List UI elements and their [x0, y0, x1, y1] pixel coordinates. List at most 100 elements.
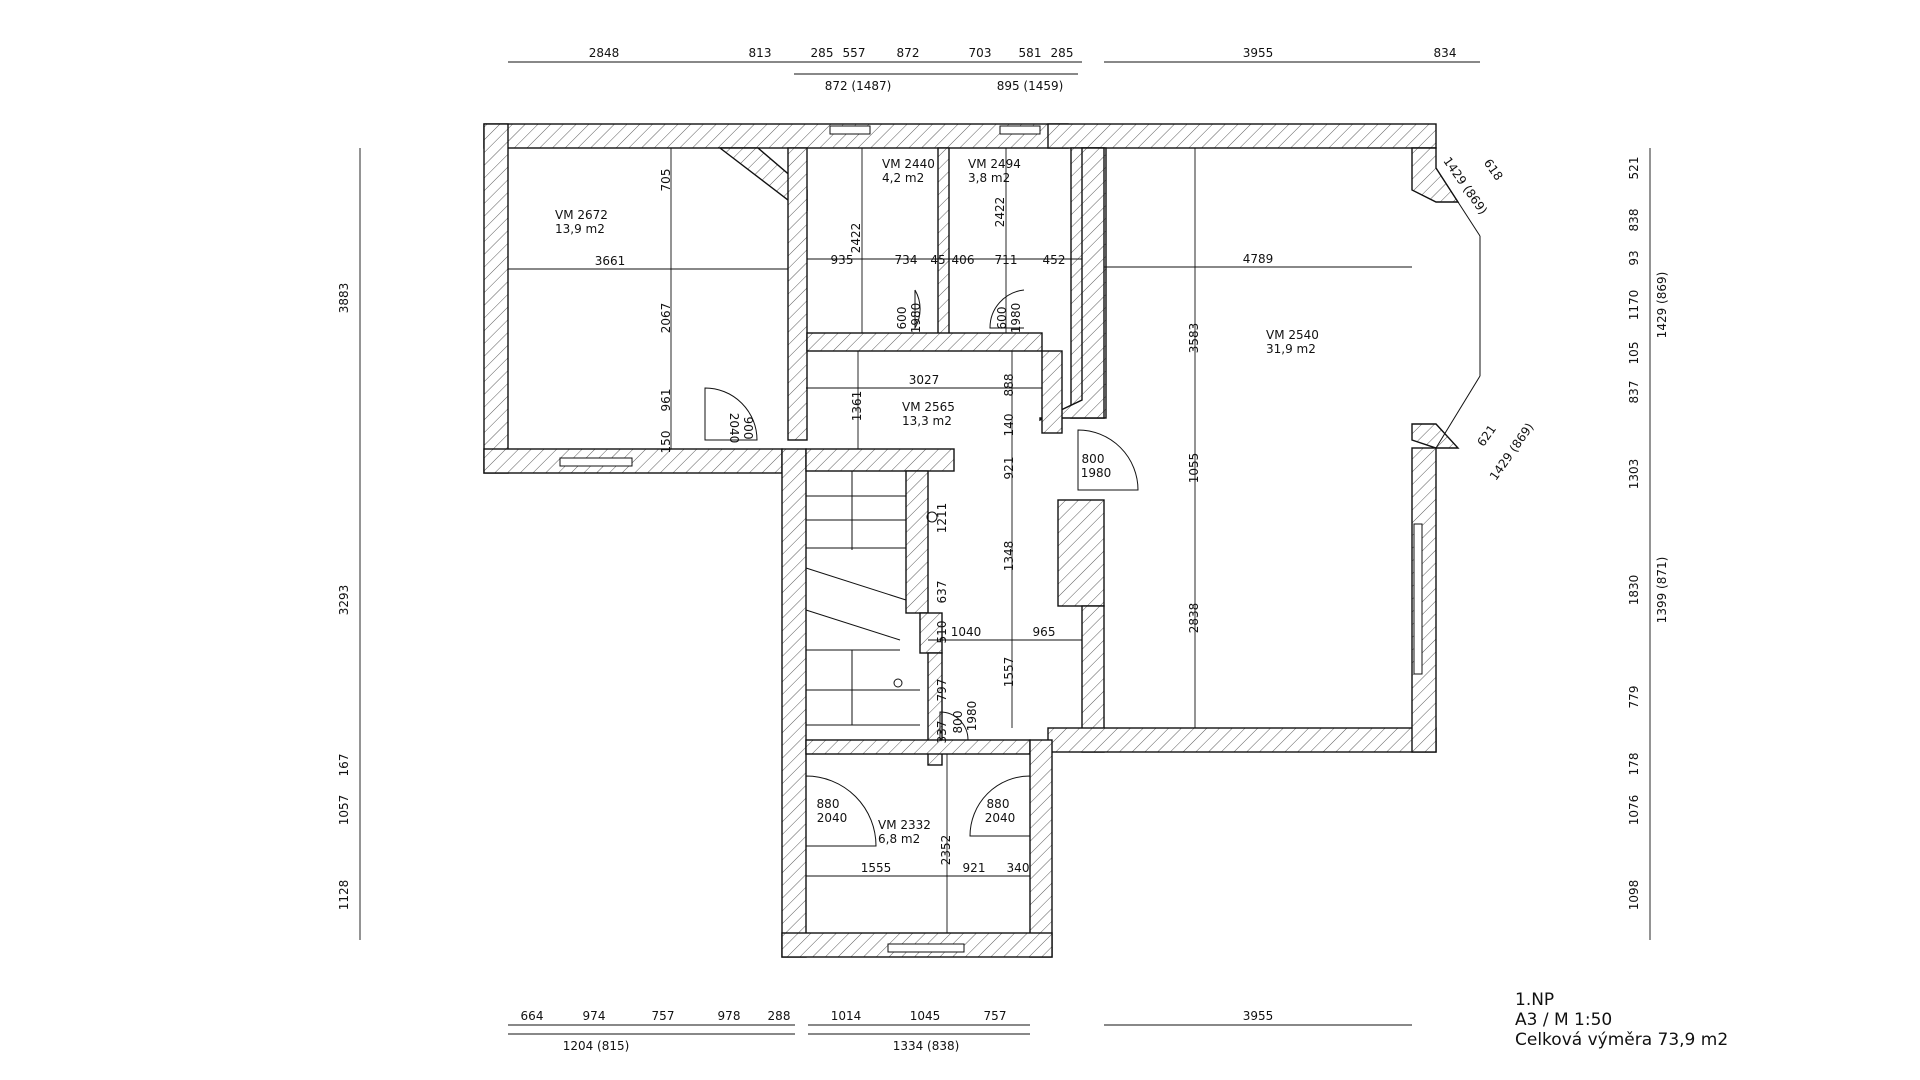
bottom-dimension-labels: 664 974 757 978 288 1014 1045 757 1204 (… [521, 1009, 1274, 1053]
dim-label: 935 [831, 253, 854, 267]
dim-label: 521 [1627, 157, 1641, 180]
wall-north-right [1047, 123, 1437, 149]
room-area: 4,2 m2 [882, 171, 924, 185]
dim-label: 834 [1434, 46, 1457, 60]
wall-living-west-upper [1039, 147, 1105, 422]
door-labels: 900 2040 600 1980 600 1980 800 1980 800 … [727, 303, 1111, 825]
dim-label: 3027 [909, 373, 940, 387]
door-height: 1980 [1009, 303, 1023, 334]
room-name: VM 2565 [902, 400, 955, 414]
room-name: VM 2440 [882, 157, 935, 171]
room-area: 31,9 m2 [1266, 342, 1316, 356]
dim-label: 285 [1051, 46, 1074, 60]
total-area-label: Celková výměra 73,9 m2 [1515, 1030, 1729, 1050]
dim-label: 961 [659, 389, 673, 412]
dim-label: 965 [1033, 625, 1056, 639]
dim-label: 872 (1487) [825, 79, 892, 93]
dim-label: 178 [1627, 753, 1641, 776]
dim-label: 288 [768, 1009, 791, 1023]
dim-label: 3583 [1187, 323, 1201, 354]
dim-label: 1334 (838) [893, 1039, 960, 1053]
dim-label: 978 [718, 1009, 741, 1023]
dim-label: 4789 [1243, 252, 1274, 266]
dim-label: 1211 [935, 503, 949, 534]
staircase [805, 471, 938, 726]
dim-label: 452 [1043, 253, 1066, 267]
dim-label: 2848 [589, 46, 620, 60]
room-labels: VM 2672 13,9 m2 VM 2440 4,2 m2 VM 2494 3… [555, 157, 1319, 846]
dim-label: 150 [659, 431, 673, 454]
dim-label: 510 [935, 621, 949, 644]
wall-living-south [1047, 727, 1437, 753]
dim-label: 3883 [337, 283, 351, 314]
door-height: 1980 [965, 701, 979, 732]
dim-label: 3955 [1243, 46, 1274, 60]
outer-dimension-lines [359, 61, 1651, 1035]
dim-label: 167 [337, 754, 351, 777]
door-width: 600 [995, 307, 1009, 330]
room-name: VM 2540 [1266, 328, 1319, 342]
dim-label: 2352 [939, 835, 953, 866]
dim-label: 45 [930, 253, 945, 267]
dim-label: 797 [935, 679, 949, 702]
dim-label: 105 [1627, 342, 1641, 365]
door-height: 2040 [817, 811, 848, 825]
left-dimension-labels: 3883 3293 167 1057 1128 [337, 283, 351, 911]
dim-label: 1170 [1627, 290, 1641, 321]
wall-hall-east [1029, 739, 1053, 958]
dim-label: 140 [1002, 414, 1016, 437]
dim-label: 3661 [595, 254, 626, 268]
window-south-left [559, 457, 633, 467]
wall-stair-east3 [927, 652, 943, 766]
dim-label: 895 (1459) [997, 79, 1064, 93]
dim-label: 93 [1627, 250, 1641, 265]
window-north-wc1 [829, 125, 871, 135]
dim-label: 1348 [1002, 541, 1016, 572]
right-dimension-labels: 521 838 93 1170 105 837 1303 1830 779 17… [1627, 157, 1669, 911]
dim-label: 1014 [831, 1009, 862, 1023]
window-north-wc2 [999, 125, 1041, 135]
door-width: 880 [817, 797, 840, 811]
wall-wc-south [806, 332, 1043, 352]
dim-label: 337 [935, 721, 949, 744]
room-name: VM 2494 [968, 157, 1021, 171]
wall-wc-left [787, 147, 808, 441]
dim-label: 1557 [1002, 657, 1016, 688]
room-name: VM 2672 [555, 208, 608, 222]
dim-label: 3955 [1243, 1009, 1274, 1023]
dim-label: 703 [969, 46, 992, 60]
dim-label: 705 [659, 169, 673, 192]
wall-living-west-lower [1057, 499, 1105, 607]
title-block: 1.NP A3 / M 1:50 Celková výměra 73,9 m2 [1515, 990, 1728, 1050]
door-width: 880 [987, 797, 1010, 811]
interior-dimension-lines [508, 148, 1412, 933]
dim-label: 1040 [951, 625, 982, 639]
dim-label: 664 [521, 1009, 544, 1023]
dim-label: 621 [1474, 422, 1499, 449]
dim-label: 406 [952, 253, 975, 267]
dim-label: 1098 [1627, 880, 1641, 911]
dim-label: 1555 [861, 861, 892, 875]
wall-hall-north [805, 739, 1031, 755]
wall-west [483, 123, 509, 474]
dim-label: 921 [1002, 457, 1016, 480]
dim-label: 1830 [1627, 575, 1641, 606]
dim-label: 872 [897, 46, 920, 60]
wall-stair-east1 [905, 470, 929, 614]
floor-label: 1.NP [1515, 990, 1555, 1010]
room-name: VM 2332 [878, 818, 931, 832]
dim-label: 1361 [850, 391, 864, 422]
door-height: 2040 [727, 413, 741, 444]
dim-label: 757 [984, 1009, 1007, 1023]
dim-label: 1055 [1187, 453, 1201, 484]
dim-label: 757 [652, 1009, 675, 1023]
walls [483, 123, 1460, 958]
dim-label: 1204 (815) [563, 1039, 630, 1053]
dim-label: 1429 (869) [1655, 272, 1669, 339]
room-name: 3,8 m2 [968, 171, 1010, 185]
dim-label: 581 [1019, 46, 1042, 60]
door-width: 600 [895, 307, 909, 330]
wall-stair-north [805, 448, 955, 472]
room-area: 13,9 m2 [555, 222, 605, 236]
